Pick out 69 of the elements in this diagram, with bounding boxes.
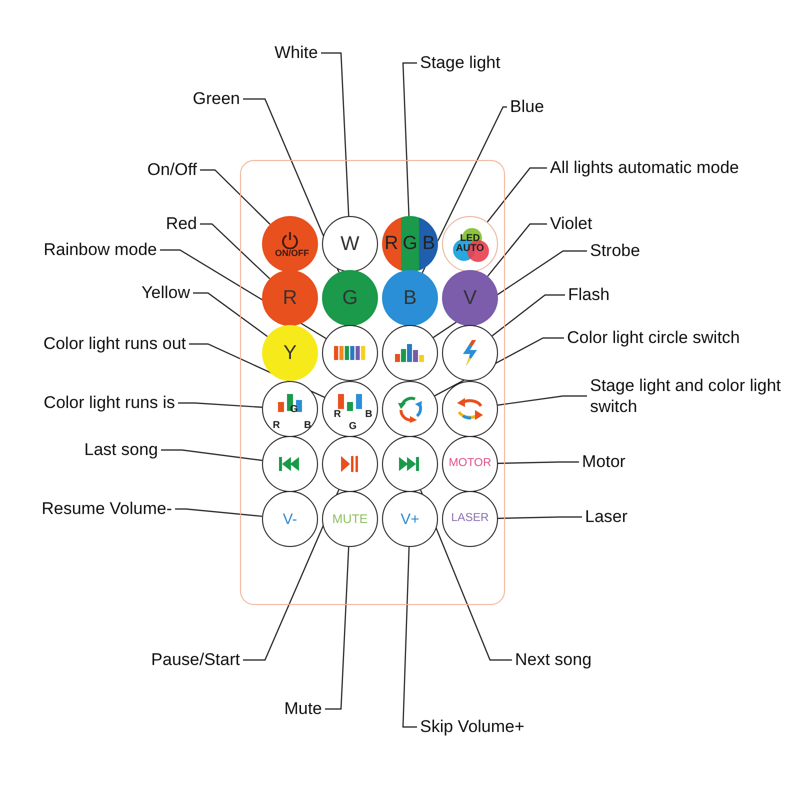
remote-button xyxy=(442,216,498,272)
button-label: B xyxy=(365,410,372,420)
leader-line xyxy=(161,449,262,461)
leader-line xyxy=(498,461,579,464)
button-label: V- xyxy=(282,512,298,526)
callout-label: Violet xyxy=(550,213,592,235)
leader-line xyxy=(402,546,417,728)
callout-label: Pause/Start xyxy=(151,649,240,671)
callout-label: Green xyxy=(192,88,240,110)
leader-line xyxy=(498,516,582,519)
remote-button xyxy=(382,216,438,272)
button-label: MUTE xyxy=(332,512,368,526)
callout-label: Mute xyxy=(284,698,322,720)
callout-label: Yellow xyxy=(141,282,190,304)
callout-label: Stage light and color light switch xyxy=(590,374,790,418)
remote-button xyxy=(262,491,318,547)
callout-label: Rainbow mode xyxy=(44,239,157,261)
callout-label: Color light runs is xyxy=(44,392,175,414)
button-label: R xyxy=(282,288,298,308)
callout-label: Flash xyxy=(568,284,610,306)
leader-line xyxy=(325,546,350,710)
button-label: W xyxy=(340,234,360,254)
leader-line xyxy=(193,292,268,337)
leader-line xyxy=(200,223,270,280)
button-label: B xyxy=(304,420,312,431)
callout-label: All lights automatic mode xyxy=(550,157,739,179)
button-label: R xyxy=(334,410,342,420)
button-label: Y xyxy=(283,343,297,363)
callout-label: Next song xyxy=(515,649,592,671)
button-label: B xyxy=(403,288,417,308)
callout-label: Strobe xyxy=(590,240,640,262)
button-label: R xyxy=(382,216,401,272)
button-label: G xyxy=(290,404,298,415)
button-label: G xyxy=(342,288,358,308)
callout-label: Motor xyxy=(582,451,626,473)
callout-label: White xyxy=(274,42,318,64)
button-label: LASER xyxy=(451,513,489,525)
remote-body xyxy=(240,160,505,605)
remote-button xyxy=(442,381,498,437)
leader-line xyxy=(498,395,587,406)
leader-line xyxy=(486,167,547,222)
callout-label: Stage light xyxy=(420,52,500,74)
leader-line xyxy=(321,52,350,216)
button-label: V xyxy=(463,288,477,308)
button-label: R xyxy=(272,420,280,431)
remote-button xyxy=(442,325,498,381)
button-label: G xyxy=(400,216,420,272)
leader-line xyxy=(178,402,262,408)
button-label: MOTOR xyxy=(448,458,492,470)
callout-label: Color light circle switch xyxy=(567,327,740,349)
leader-line xyxy=(175,508,262,517)
button-label: V+ xyxy=(400,512,420,526)
callout-label: Resume Volume- xyxy=(42,498,172,520)
callout-label: Skip Volume+ xyxy=(420,716,524,738)
leader-line xyxy=(200,169,270,225)
remote-button xyxy=(262,216,318,272)
button-label: G xyxy=(348,422,357,432)
leader-line xyxy=(492,294,565,336)
leader-line xyxy=(487,223,547,277)
callout-label: Last song xyxy=(84,439,158,461)
callout-label: Laser xyxy=(585,506,628,528)
callout-label: Red xyxy=(166,213,197,235)
remote-button xyxy=(262,325,318,381)
callout-label: Blue xyxy=(510,96,544,118)
callout-label: Color light runs out xyxy=(43,333,186,355)
leader-line xyxy=(402,62,417,216)
button-label: B xyxy=(419,216,438,272)
remote-button xyxy=(442,491,498,547)
callout-label: On/Off xyxy=(147,159,197,181)
